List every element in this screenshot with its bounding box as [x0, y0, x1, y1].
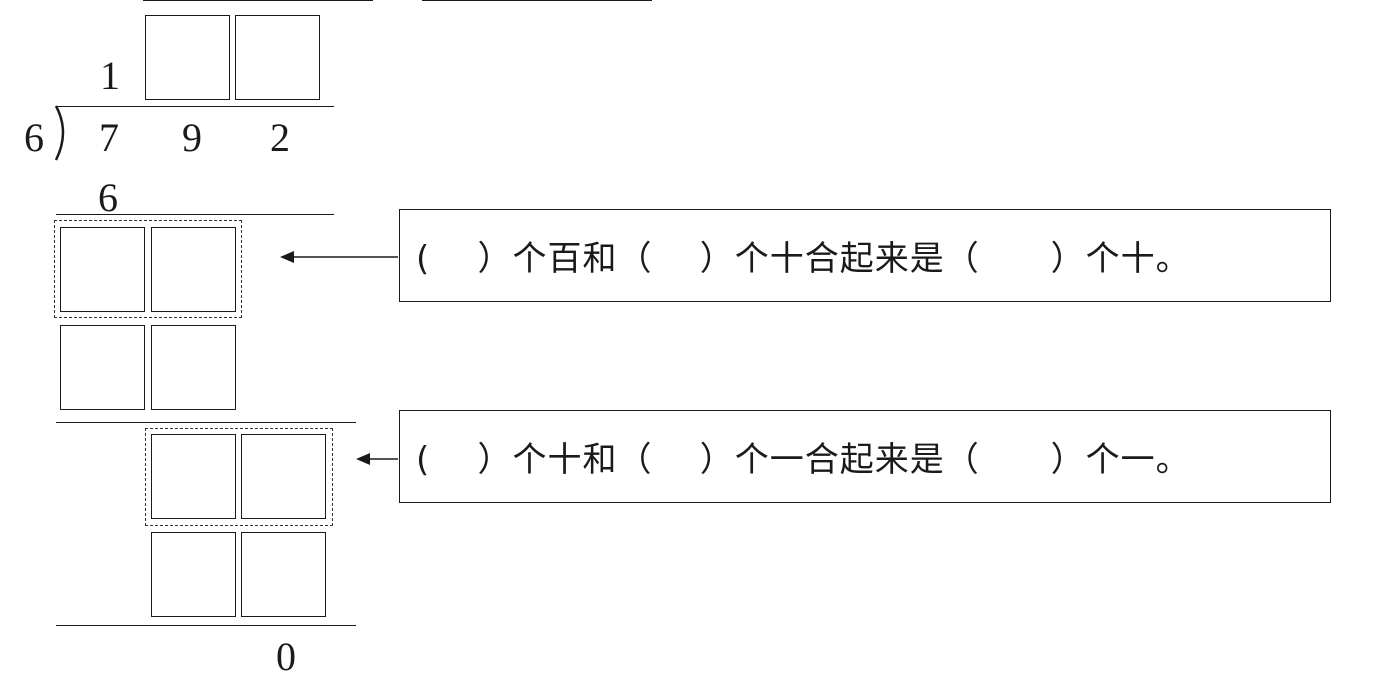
final-remainder: 0: [276, 634, 296, 679]
step1-line: [56, 214, 334, 215]
arrow-left-icon: [356, 453, 398, 465]
hundreds-step-prompt: ( ）个百和（ ）个十合起来是（ ）个十。: [399, 209, 1331, 302]
arrow-left-icon: [280, 251, 398, 263]
step3-remainder-box-1[interactable]: [151, 434, 236, 519]
division-bracket: [54, 105, 65, 161]
step2-remainder-box-2[interactable]: [151, 227, 236, 312]
dividend-tens: 9: [182, 115, 202, 160]
top-line-left: [143, 0, 373, 1]
step2-line: [56, 422, 356, 423]
dividend-hundreds: 7: [99, 115, 119, 160]
step2-dashed-group: [54, 220, 242, 318]
division-bar: [56, 106, 334, 107]
tens-step-prompt: ( ）个十和（ ）个一合起来是（ ）个一。: [399, 410, 1331, 503]
step3-remainder-box-2[interactable]: [241, 434, 326, 519]
quotient-ones-box[interactable]: [235, 15, 320, 100]
dividend-ones: 2: [270, 115, 290, 160]
divisor: 6: [24, 115, 44, 160]
top-line-right: [422, 0, 652, 1]
final-line: [56, 625, 356, 626]
quotient-tens-box[interactable]: [145, 15, 230, 100]
step2-remainder-box-1[interactable]: [60, 227, 145, 312]
quotient-hundreds-digit: 1: [100, 53, 120, 98]
step3-subtrahend-box-1[interactable]: [151, 532, 236, 617]
step3-dashed-group: [145, 428, 333, 526]
step2-subtrahend-box-1[interactable]: [60, 325, 145, 410]
step2-subtrahend-box-2[interactable]: [151, 325, 236, 410]
step1-subtrahend: 6: [98, 175, 118, 220]
step3-subtrahend-box-2[interactable]: [241, 532, 326, 617]
